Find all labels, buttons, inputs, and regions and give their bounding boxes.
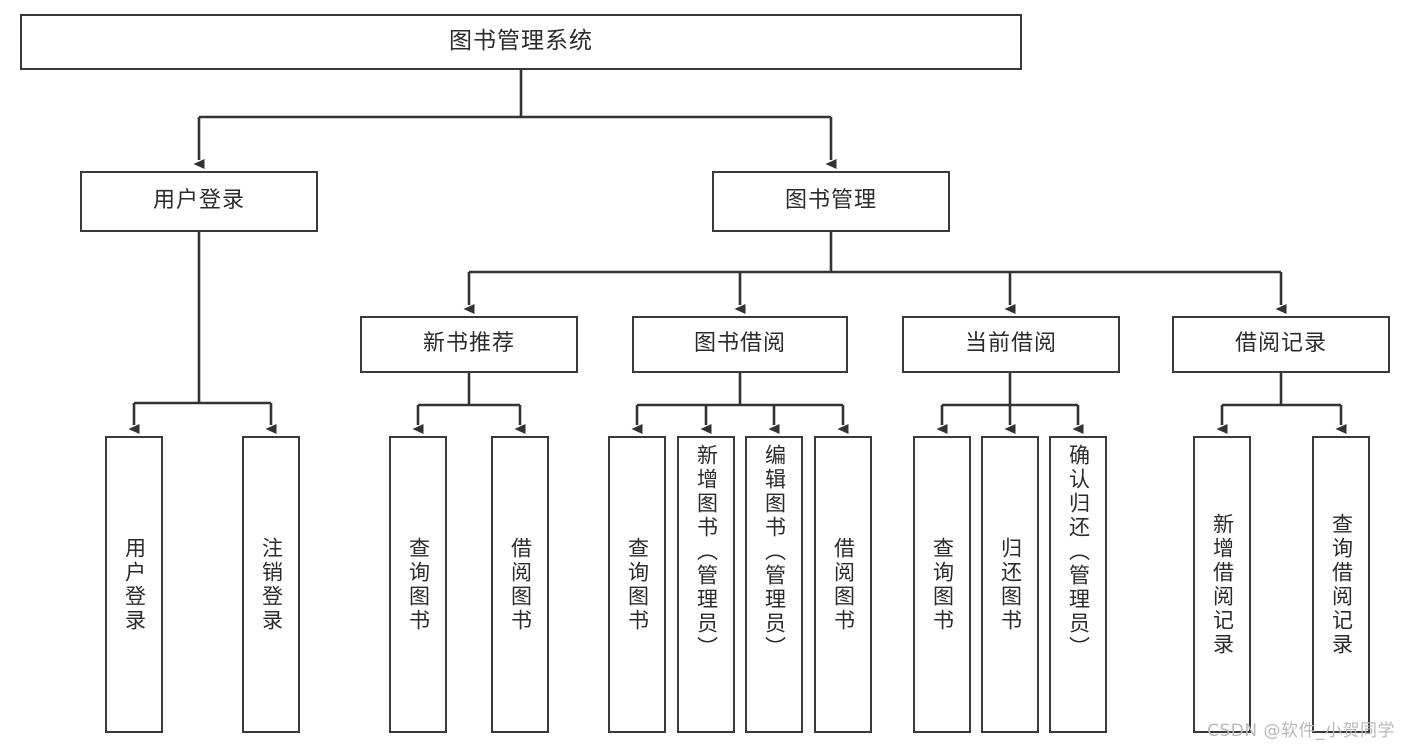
node-label: 查询借阅记录: [1329, 512, 1354, 657]
node-label: 归还图书: [998, 536, 1023, 633]
node-leaf-user-login[interactable]: 用户登录: [105, 436, 163, 733]
node-leaf-query-book-3[interactable]: 查询图书: [913, 436, 971, 733]
node-leaf-query-book-1[interactable]: 查询图书: [389, 436, 447, 733]
node-leaf-borrow-book-2[interactable]: 借阅图书: [814, 436, 872, 733]
node-leaf-edit-book[interactable]: 编辑图书（管理员）: [745, 436, 803, 733]
node-leaf-borrow-book-1[interactable]: 借阅图书: [491, 436, 549, 733]
node-user-login[interactable]: 用户登录: [80, 171, 318, 232]
node-label: 新增借阅记录: [1210, 512, 1235, 657]
node-label: 查询图书: [625, 536, 650, 633]
node-label: 确认归还（管理员）: [1066, 444, 1091, 660]
node-leaf-logout-login[interactable]: 注销登录: [242, 436, 300, 733]
node-leaf-return-book[interactable]: 归还图书: [981, 436, 1039, 733]
node-current-borrow[interactable]: 当前借阅: [902, 316, 1120, 373]
node-new-book-recommend[interactable]: 新书推荐: [360, 316, 578, 373]
node-leaf-confirm-return[interactable]: 确认归还（管理员）: [1049, 436, 1107, 733]
node-label: 新书推荐: [422, 331, 515, 357]
node-label: 新增图书（管理员）: [694, 444, 719, 660]
node-label: 查询图书: [930, 536, 955, 633]
node-label: 当前借阅: [964, 331, 1057, 357]
node-book-manage[interactable]: 图书管理: [712, 171, 950, 232]
node-label: 图书管理: [784, 188, 877, 214]
node-leaf-query-record[interactable]: 查询借阅记录: [1312, 436, 1370, 733]
node-label: 注销登录: [259, 536, 284, 633]
node-root-book-management-system[interactable]: 图书管理系统: [20, 14, 1022, 70]
node-label: 图书借阅: [693, 331, 786, 357]
node-book-borrow[interactable]: 图书借阅: [632, 316, 848, 373]
node-label: 借阅图书: [831, 536, 856, 633]
node-label: 编辑图书（管理员）: [762, 444, 787, 660]
node-leaf-add-record[interactable]: 新增借阅记录: [1193, 436, 1251, 733]
node-label: 借阅记录: [1234, 331, 1327, 357]
node-label: 用户登录: [122, 536, 147, 633]
node-borrow-record[interactable]: 借阅记录: [1172, 316, 1390, 373]
csdn-watermark: CSDN @软件_小贺同学: [1207, 721, 1395, 741]
node-label: 用户登录: [152, 188, 245, 214]
node-leaf-add-book[interactable]: 新增图书（管理员）: [677, 436, 735, 733]
node-label: 查询图书: [406, 536, 431, 633]
node-leaf-query-book-2[interactable]: 查询图书: [608, 436, 666, 733]
node-label: 图书管理系统: [449, 28, 593, 55]
node-label: 借阅图书: [508, 536, 533, 633]
